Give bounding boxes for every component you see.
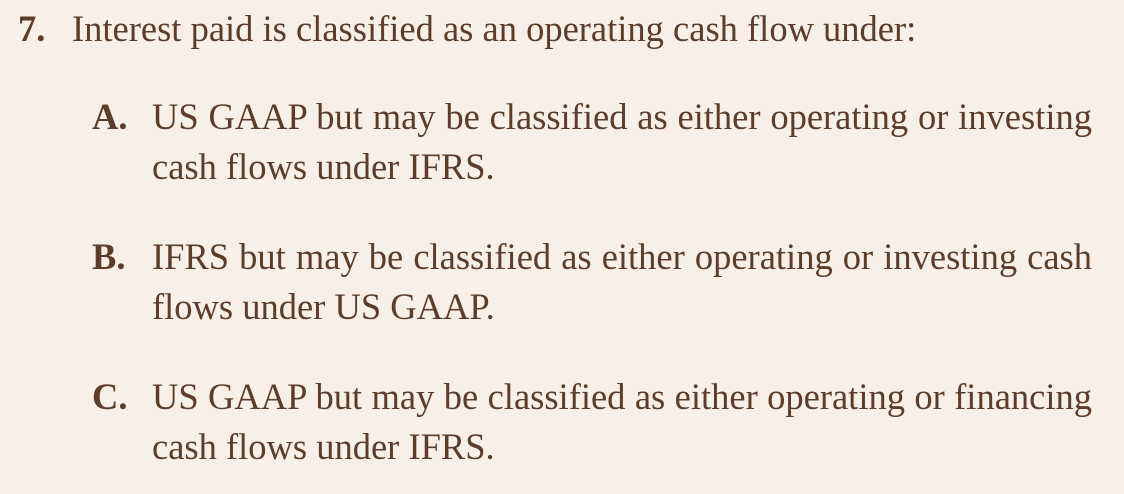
question-stem: 7. Interest paid is classified as an oper… — [18, 6, 1108, 52]
option-text-a: US GAAP but may be classified as either … — [152, 96, 1092, 187]
option-letter-b: B. — [92, 236, 126, 277]
option-letter-c: C. — [92, 376, 128, 417]
answer-option-b[interactable]: B. IFRS but may be classified as either … — [92, 232, 1092, 332]
option-letter-a: A. — [92, 96, 128, 137]
answer-option-a[interactable]: A. US GAAP but may be classified as eith… — [92, 92, 1092, 192]
option-text-c: US GAAP but may be classified as either … — [152, 376, 1092, 467]
question-text: Interest paid is classified as an operat… — [72, 8, 917, 49]
option-text-b: IFRS but may be classified as either ope… — [152, 236, 1092, 327]
answer-option-c[interactable]: C. US GAAP but may be classified as eith… — [92, 372, 1092, 472]
question-number: 7. — [18, 8, 46, 49]
